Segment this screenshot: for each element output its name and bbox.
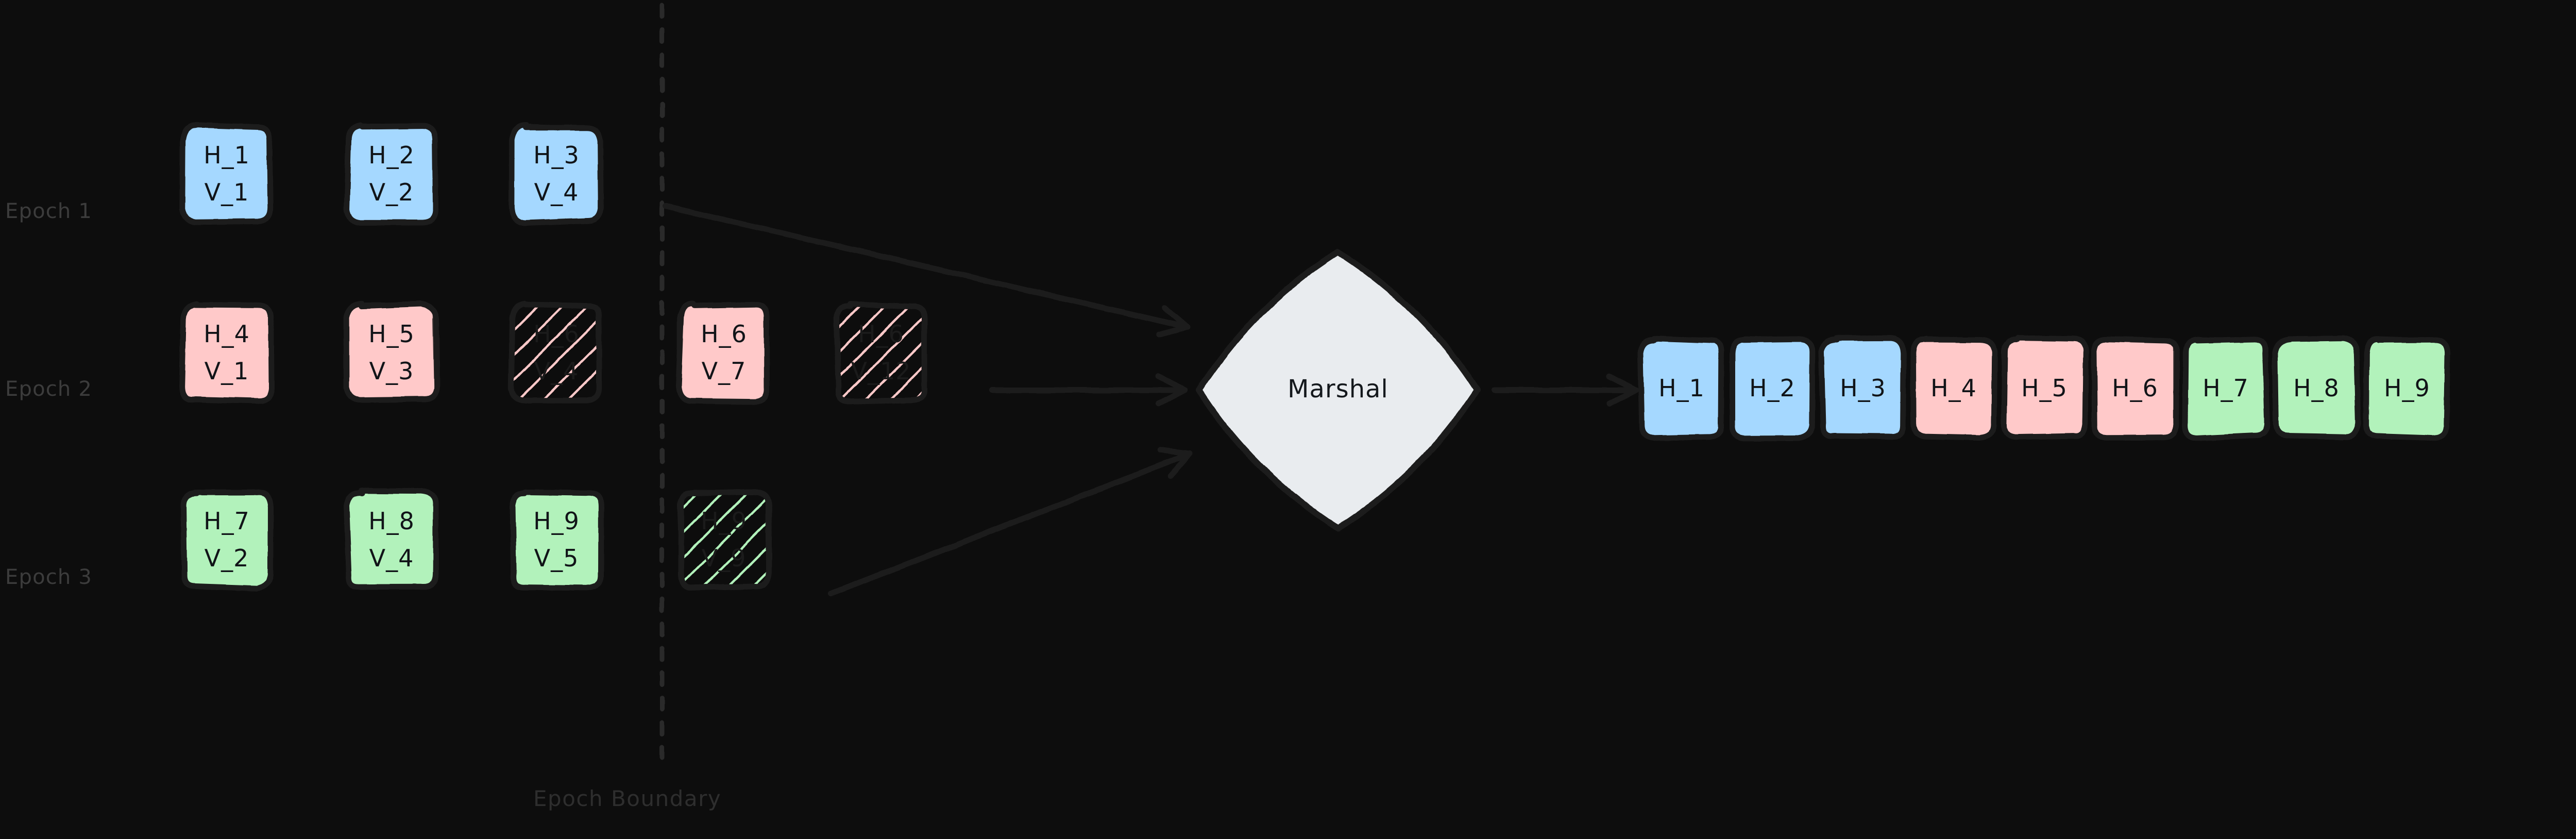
marshal-node[interactable] [1196,249,1480,531]
edge-epoch3-to-marshal [828,447,1193,597]
marshal-node-label: Marshal [1287,375,1388,404]
edge-marshal-to-output [1491,373,1639,407]
epoch-label-1: Epoch 1 [5,199,93,223]
epoch-label-2: Epoch 2 [5,377,93,401]
epoch-boundary-label: Epoch Boundary [533,786,722,811]
epoch-label-3: Epoch 3 [5,565,93,589]
edge-epoch1-to-marshal [663,203,1191,338]
edge-epoch2-to-marshal [989,373,1188,407]
